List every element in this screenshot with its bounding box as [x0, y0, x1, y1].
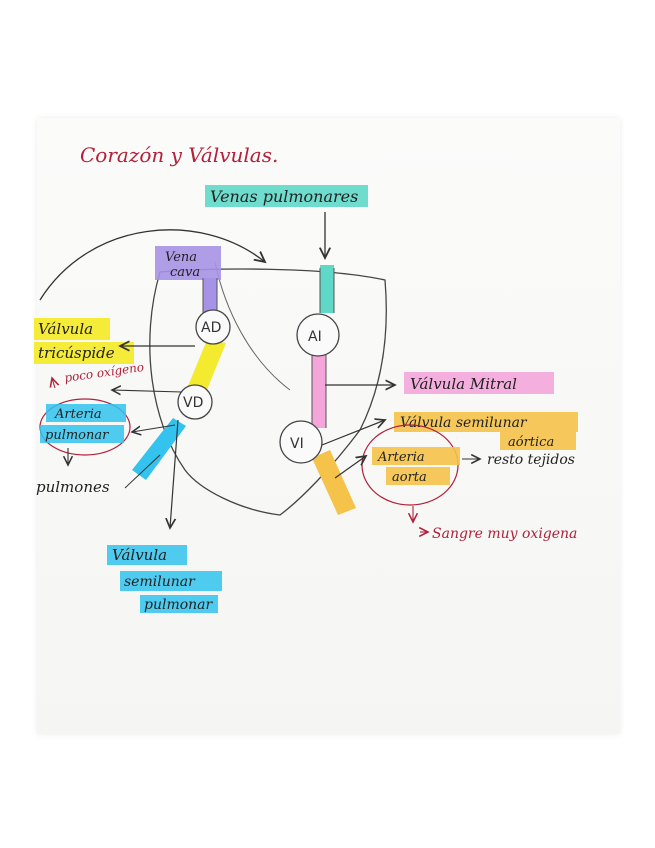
vena-cava-label-2: cava	[170, 265, 200, 280]
tricuspide-highlight-1	[34, 318, 110, 340]
node-ai: AI	[296, 313, 340, 357]
semilunar-aortica-highlight-1	[394, 412, 578, 432]
node-ad-label: AD	[201, 320, 221, 336]
node-vi: VI	[279, 420, 323, 464]
semilunar-pulmonar-highlight-2	[120, 571, 222, 591]
semilunar-pulmonar-arrow	[170, 419, 179, 528]
tricuspide-label-2: tricúspide	[38, 344, 115, 362]
semilunar-pulmonar-band	[132, 418, 186, 480]
resto-tejidos-label: resto tejidos	[487, 452, 575, 468]
venas-pulmonares-label: Venas pulmonares	[210, 187, 358, 206]
arteria-aorta-label-2: aorta	[392, 470, 427, 485]
arteria-aorta-label-1: Arteria	[377, 450, 425, 465]
poco-oxigeno-arrow	[112, 390, 183, 392]
semilunar-pulmonar-label-3: pulmonar	[144, 597, 214, 613]
tricuspide-label-1: Válvula	[38, 320, 93, 338]
mitral-highlight	[404, 372, 554, 394]
semilunar-aortica-arrow	[321, 420, 385, 446]
mitral-label: Válvula Mitral	[410, 375, 517, 393]
semilunar-aortica-label-2: aórtica	[508, 435, 554, 450]
vena-cava-highlight	[155, 246, 221, 280]
semilunar-pulmonar-highlight-1	[107, 545, 187, 565]
semilunar-aortica-band	[312, 450, 356, 515]
node-ai-label: AI	[308, 329, 322, 345]
vena-cava-vessel	[203, 278, 217, 314]
page-title: Corazón y Válvulas.	[80, 143, 278, 167]
node-vi-label: VI	[290, 436, 304, 452]
venas-pulmonares-highlight	[205, 185, 368, 207]
mitral-valve-band	[312, 355, 326, 428]
sangre-oxigena-label: Sangre muy oxigena	[432, 526, 577, 542]
tricuspide-highlight-2	[34, 342, 134, 364]
semilunar-pulmonar-highlight-3	[140, 595, 218, 613]
node-vd-label: VD	[183, 395, 203, 411]
vena-cava-label-1: Vena	[165, 250, 197, 265]
arteria-pulmonar-highlight-1	[46, 404, 126, 422]
circulation-arrow	[39, 229, 265, 301]
semilunar-pulmonar-label-2: semilunar	[124, 574, 196, 590]
semilunar-aortica-label-1: Válvula semilunar	[400, 415, 528, 431]
node-vd: VD	[177, 384, 213, 420]
arteria-pulmonar-label-2: pulmonar	[45, 428, 109, 443]
semilunar-aortica-highlight-2	[500, 432, 576, 450]
pulmones-label: pulmones	[36, 478, 110, 496]
venas-pulmonares-vessel	[320, 265, 334, 313]
arteria-pulmonar-label-1: Arteria	[54, 407, 102, 422]
tricuspide-valve-band	[188, 340, 226, 392]
semilunar-pulmonar-label-1: Válvula	[112, 546, 167, 564]
arteria-aorta-highlight-1	[372, 447, 460, 465]
arteria-aorta-highlight-2	[386, 467, 450, 485]
node-ad: AD	[195, 309, 231, 345]
arteria-pulmonar-highlight-2	[40, 425, 124, 443]
